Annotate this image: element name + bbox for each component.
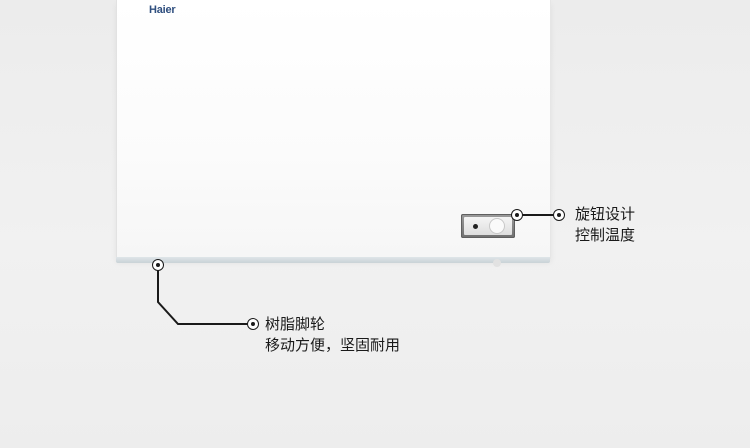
wheel-marker-icon <box>152 259 164 271</box>
temperature-knob-face <box>464 217 512 235</box>
temperature-dial-icon <box>489 218 505 234</box>
caster-wheel-right <box>493 259 501 267</box>
knob-indicator-dot-icon <box>473 224 478 229</box>
wheel-callout-subtitle: 移动方便，坚固耐用 <box>265 336 401 354</box>
temperature-knob-panel <box>461 214 515 238</box>
brand-logo: Haier <box>149 4 176 16</box>
knob-callout-title: 旋钮设计 <box>575 205 636 223</box>
wheel-callout: 树脂脚轮 移动方便，坚固耐用 <box>265 314 400 356</box>
knob-callout: 旋钮设计 控制温度 <box>575 204 635 246</box>
knob-callout-subtitle: 控制温度 <box>575 226 636 244</box>
wheel-callout-marker-icon <box>247 318 259 330</box>
knob-callout-marker-icon <box>553 209 565 221</box>
wheel-callout-title: 树脂脚轮 <box>265 315 326 333</box>
chest-freezer-base <box>116 257 550 263</box>
knob-marker-icon <box>511 209 523 221</box>
